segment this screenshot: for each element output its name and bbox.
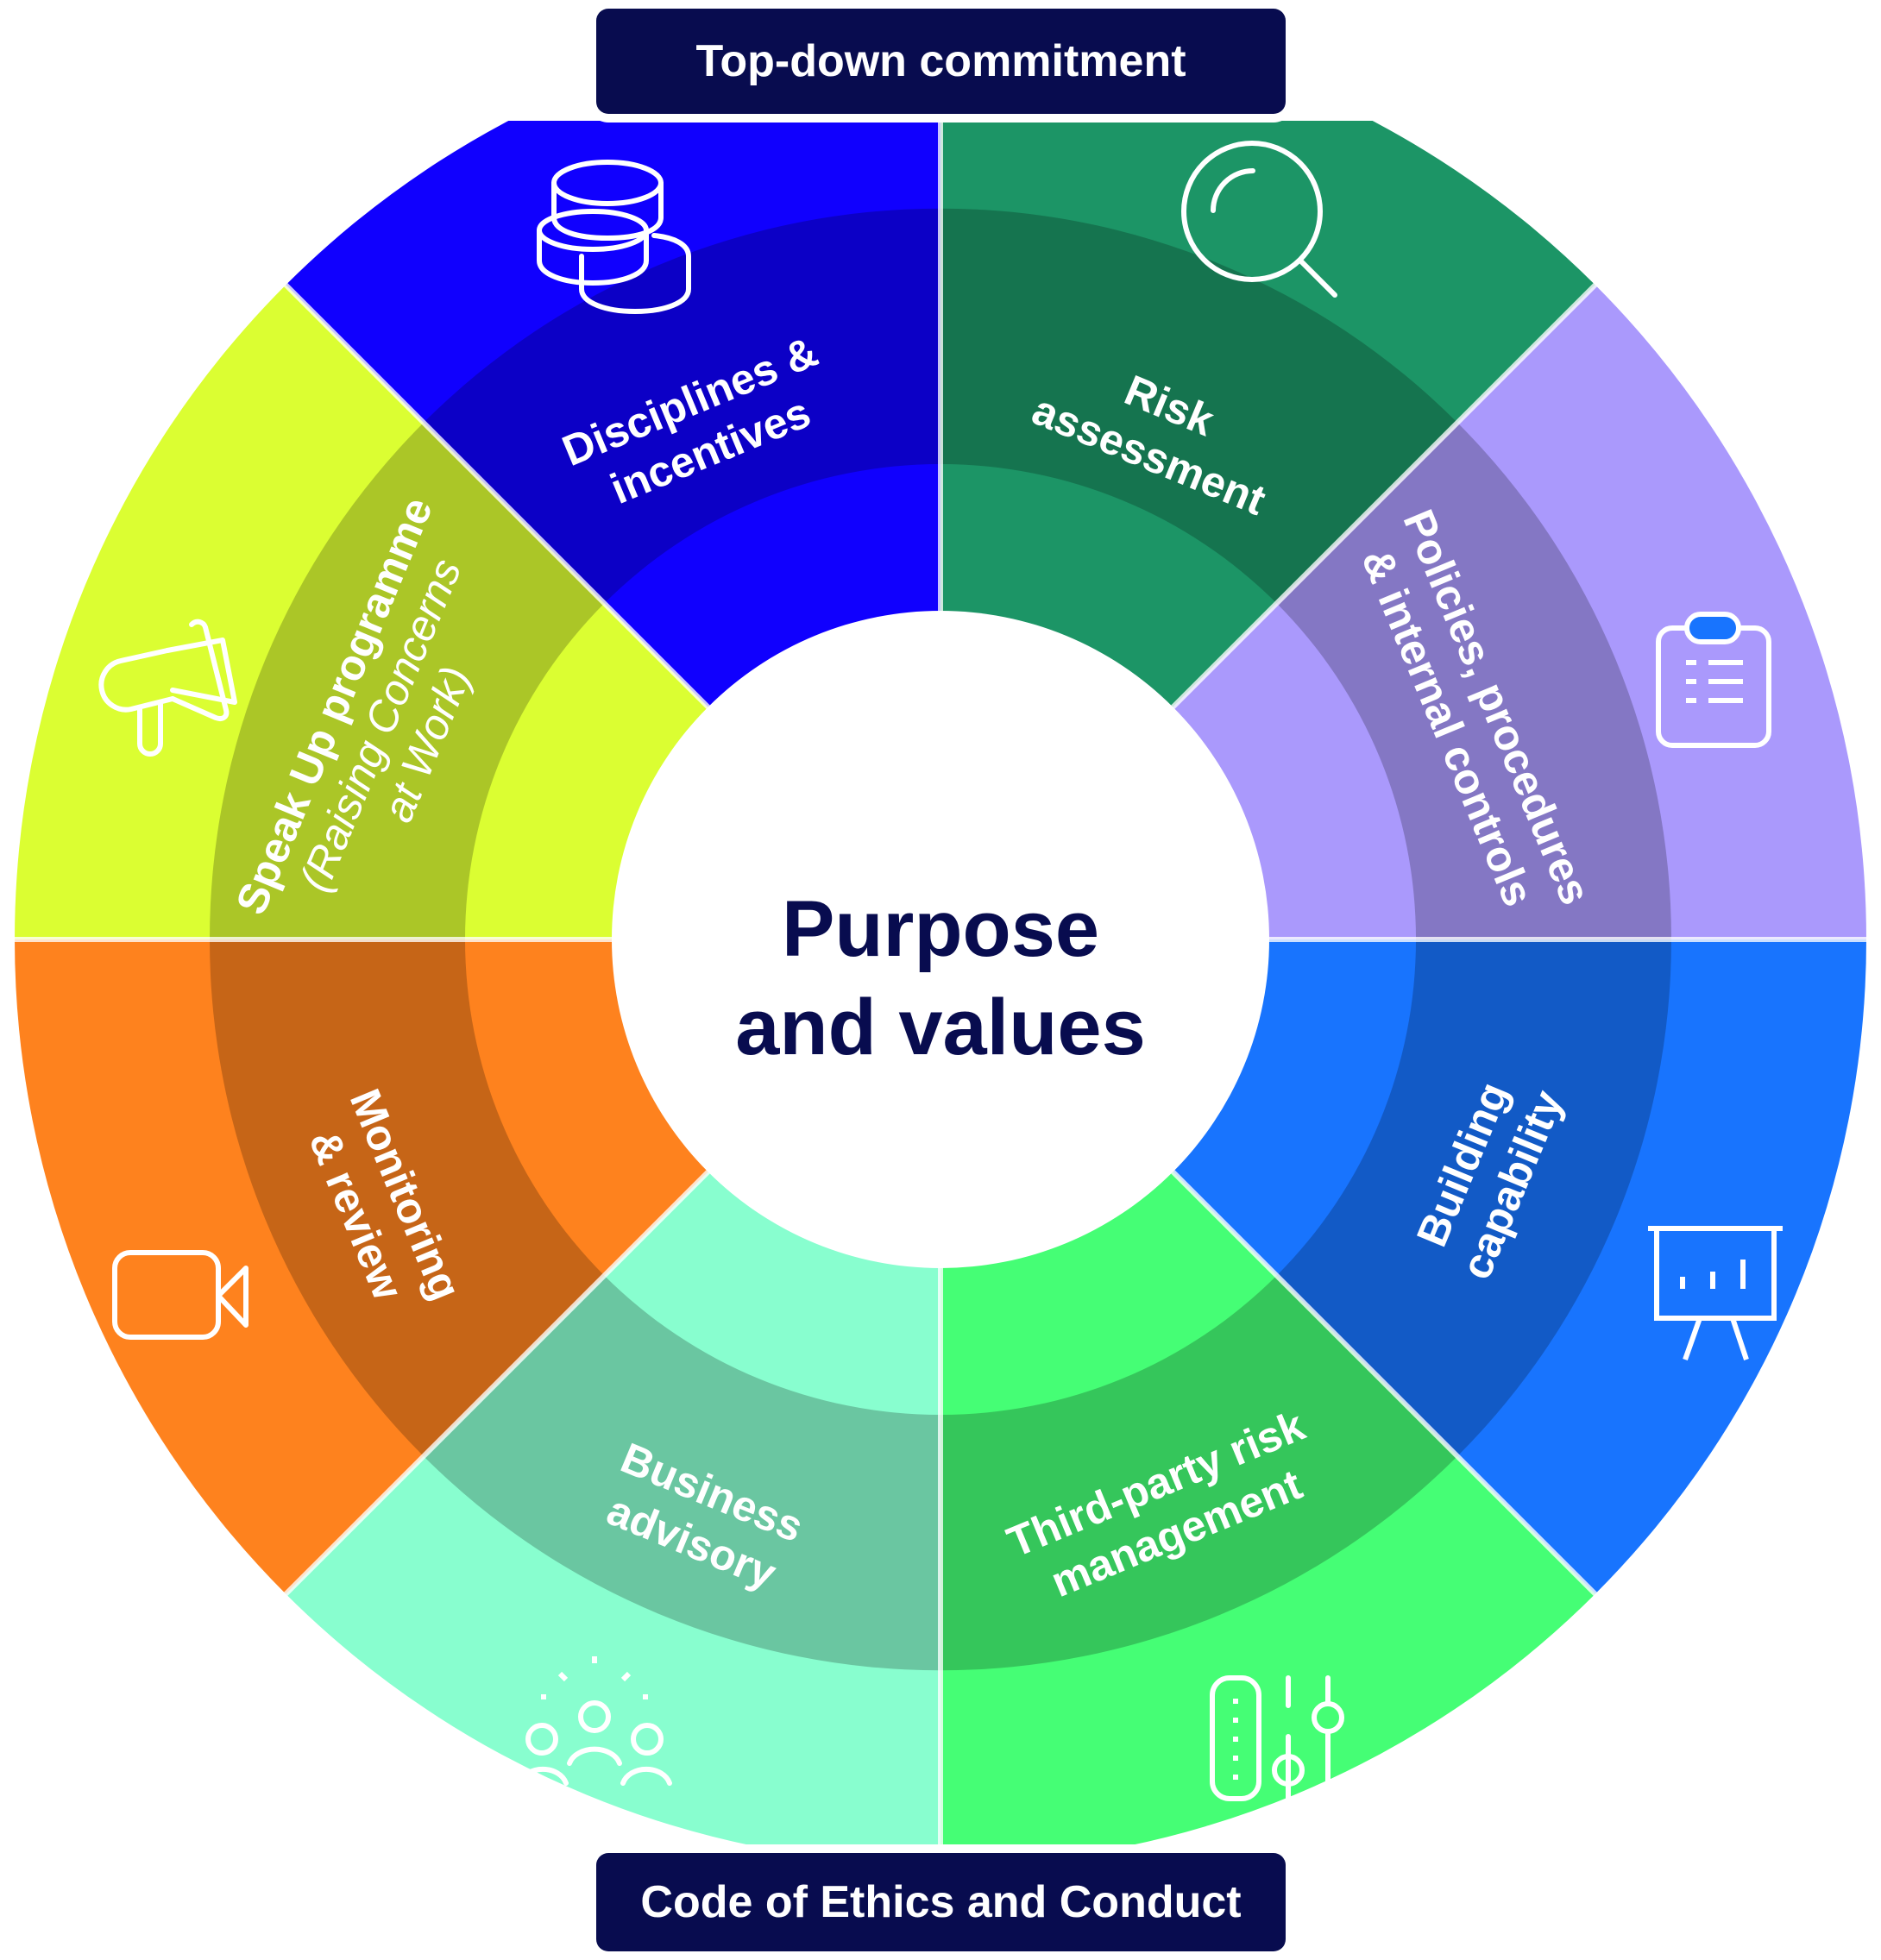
team-people-icon (517, 1656, 672, 1786)
clipboard-list-icon (1656, 612, 1771, 748)
center-title-line-1: Purpose (782, 885, 1099, 973)
center-title-line-2: and values (735, 983, 1146, 1071)
megaphone-icon (98, 619, 237, 757)
magnifying-glass-icon (1181, 141, 1337, 298)
code-of-ethics-banner: Code of Ethics and Conduct (596, 1853, 1286, 1951)
sliders-icon (1210, 1675, 1344, 1801)
center-circle (612, 611, 1269, 1268)
bottom-banner-label: Code of Ethics and Conduct (640, 1877, 1242, 1927)
coins-stack-icon (537, 160, 691, 314)
presentation-board-icon (1648, 1226, 1783, 1361)
top-banner-label: Top-down commitment (695, 36, 1186, 86)
video-camera-icon (112, 1250, 248, 1340)
top-down-commitment-banner: Top-down commitment (596, 9, 1286, 114)
